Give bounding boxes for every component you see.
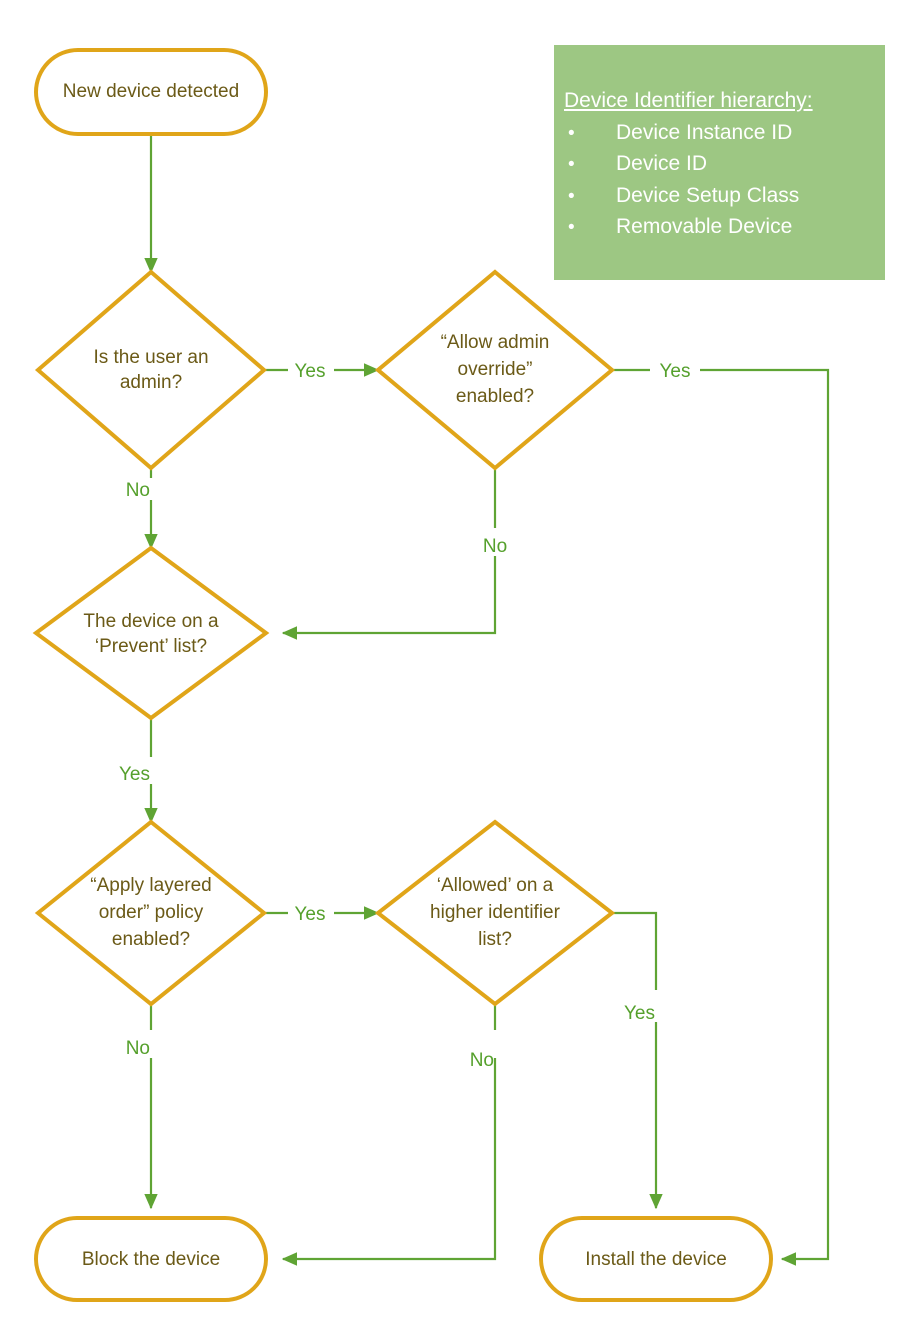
edge-allowed-to-install-a	[612, 911, 658, 990]
legend-item-label: Device Instance ID	[616, 121, 793, 145]
edge-label-layered-yes: Yes	[295, 904, 326, 925]
start-shape	[34, 48, 268, 136]
edge-label-admin-yes: Yes	[295, 361, 326, 382]
start-label: New device detected	[63, 81, 239, 102]
legend-item-label: Device Setup Class	[616, 183, 800, 207]
prevent-list-shape	[32, 545, 270, 721]
is-admin-label-line1: Is the user an	[93, 347, 208, 368]
layered-order-label-line2: order” policy	[99, 902, 204, 923]
edge-allowed-to-block-b	[281, 1058, 497, 1266]
layered-order-shape	[34, 819, 268, 1007]
legend-item-label: Removable Device	[616, 214, 793, 238]
is-admin-label-line2: admin?	[120, 372, 182, 393]
legend-content: Device Identifier hierarchy: • Device In…	[560, 87, 879, 242]
node-block-device[interactable]: Block the device	[34, 1216, 268, 1302]
legend-panel: Device Identifier hierarchy: • Device In…	[554, 45, 885, 280]
admin-override-label-line1: “Allow admin	[441, 332, 550, 353]
install-device-shape	[539, 1216, 773, 1302]
allowed-higher-label-line3: list?	[478, 929, 512, 950]
bullet-icon: •	[568, 123, 575, 145]
layered-order-label-line1: “Apply layered	[90, 875, 211, 896]
prevent-list-label-line2: ‘Prevent’ list?	[95, 636, 207, 657]
bullet-icon: •	[568, 154, 575, 176]
node-start[interactable]: New device detected	[34, 48, 268, 136]
connectors	[144, 134, 830, 1266]
legend-item: • Device Setup Class	[560, 180, 879, 211]
allowed-higher-label-line2: higher identifier	[430, 902, 561, 923]
edge-label-override-no: No	[483, 536, 507, 557]
node-allowed-higher[interactable]: ‘Allowed’ on a higher identifier list?	[374, 819, 616, 1007]
legend-item: • Removable Device	[560, 211, 879, 242]
node-prevent-list[interactable]: The device on a ‘Prevent’ list?	[32, 545, 270, 721]
node-is-admin[interactable]: Is the user an admin?	[34, 269, 268, 471]
edge-label-override-yes: Yes	[660, 361, 691, 382]
legend-title: Device Identifier hierarchy:	[564, 89, 813, 112]
shapes: New device detected Is the user an admin…	[32, 48, 773, 1302]
admin-override-label-line2: override”	[458, 359, 533, 380]
admin-override-label-line3: enabled?	[456, 386, 534, 407]
node-layered-order[interactable]: “Apply layered order” policy enabled?	[34, 819, 268, 1007]
edge-labels: Yes No Yes No Yes Yes No Yes No	[119, 361, 691, 1071]
node-install-device[interactable]: Install the device	[539, 1216, 773, 1302]
legend-item: • Device ID	[560, 148, 879, 179]
block-device-label: Block the device	[82, 1249, 220, 1270]
edge-label-admin-no: No	[126, 480, 150, 501]
edge-label-allowed-yes: Yes	[624, 1003, 655, 1024]
layered-order-label-line3: enabled?	[112, 929, 190, 950]
block-device-shape	[34, 1216, 268, 1302]
is-admin-shape	[34, 269, 268, 471]
node-admin-override[interactable]: “Allow admin override” enabled?	[374, 269, 616, 471]
bullet-icon: •	[568, 216, 575, 238]
legend-item: • Device Instance ID	[560, 117, 879, 148]
edge-label-allowed-no: No	[470, 1050, 494, 1071]
prevent-list-label-line1: The device on a	[83, 611, 219, 632]
edge-label-layered-no: No	[126, 1038, 150, 1059]
edge-label-prevent-yes: Yes	[119, 764, 150, 785]
legend-item-label: Device ID	[616, 152, 708, 176]
allowed-higher-shape	[374, 819, 616, 1007]
edge-override-to-prevent-b	[281, 556, 497, 640]
allowed-higher-label-line1: ‘Allowed’ on a	[437, 875, 554, 896]
install-device-label: Install the device	[585, 1249, 727, 1270]
edge-override-to-install-b	[700, 368, 830, 1266]
bullet-icon: •	[568, 185, 575, 207]
legend-list: • Device Instance ID • Device ID • Devic…	[560, 117, 879, 241]
admin-override-shape	[374, 269, 616, 471]
